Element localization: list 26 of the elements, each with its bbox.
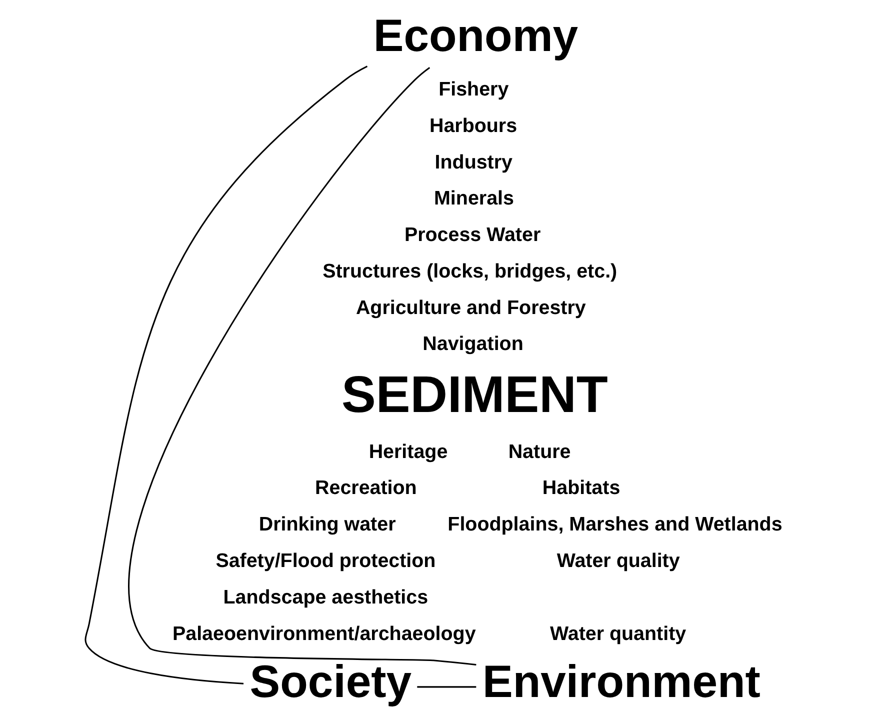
label: Landscape aesthetics [222, 586, 428, 608]
label: Nature [508, 440, 570, 463]
node-text: Environment [482, 656, 760, 707]
label: Harbours [428, 114, 517, 137]
label: SEDIMENT [341, 365, 608, 424]
node-text: Society [249, 656, 412, 707]
label: Floodplains, Marshes and Wetlands [447, 514, 782, 536]
label: Recreation [314, 477, 416, 500]
label: Habitats [542, 477, 620, 500]
label: Fishery [438, 78, 508, 100]
node-text: Economy [372, 10, 578, 61]
label: Structures (locks, bridges, etc.) [322, 260, 617, 282]
label: Navigation [422, 333, 523, 356]
label: Heritage [368, 440, 448, 463]
label: Water quantity [550, 622, 686, 645]
connector [84, 66, 368, 684]
label: Minerals [434, 188, 514, 210]
label: Water quality [556, 550, 680, 572]
label: Drinking water [258, 514, 396, 536]
label: Agriculture and Forestry [355, 296, 586, 319]
connector [128, 67, 476, 666]
label: Industry [434, 151, 512, 174]
label: Safety/Flood protection [215, 550, 436, 572]
label: Palaeoenvironment/archaeology [172, 622, 476, 645]
connector [416, 686, 476, 688]
label: Process Water [404, 224, 540, 246]
